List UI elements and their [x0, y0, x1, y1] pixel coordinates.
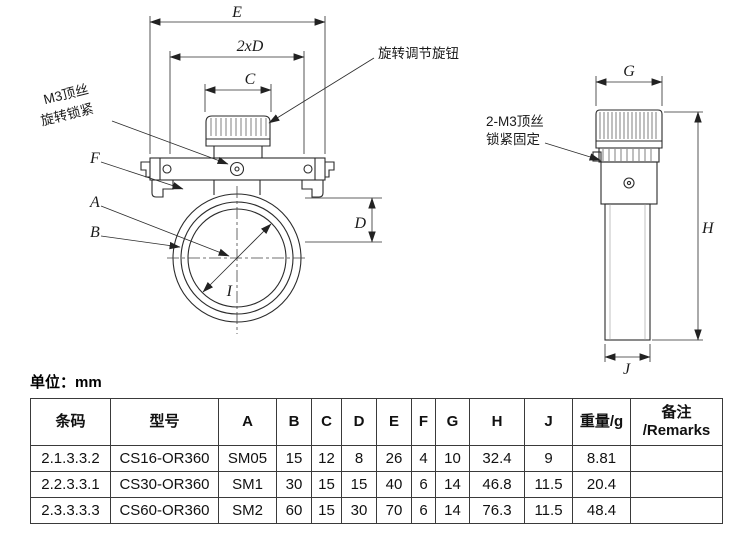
table-cell: 15 — [311, 471, 342, 498]
table-cell: 15 — [311, 497, 342, 524]
dim-E: E — [231, 4, 242, 21]
col-header-remarks: 备注 /Remarks — [630, 398, 723, 446]
dim-D: D — [353, 215, 366, 232]
spec-table: 条码 型号 A B C D E F G H J 重量/g 备注 /Remarks… — [30, 398, 723, 524]
dim-F: F — [89, 150, 100, 167]
front-center-screw — [229, 161, 245, 177]
table-cell: 32.4 — [469, 445, 525, 472]
front-view: 旋转调节旋钮 M3顶丝 旋转锁紧 F A B E 2xD C D I — [39, 4, 459, 334]
m3-front-callout: M3顶丝 旋转锁紧 — [39, 82, 95, 129]
front-right-hole — [303, 164, 313, 174]
front-left-hole — [162, 164, 172, 174]
table-cell: 40 — [376, 471, 412, 498]
table-cell: 76.3 — [469, 497, 525, 524]
side-knob — [595, 109, 663, 149]
knob-callout: 旋转调节旋钮 — [378, 46, 459, 61]
table-cell: 46.8 — [469, 471, 525, 498]
side-view: G H J 2-M3顶丝 锁紧固定 — [486, 63, 715, 378]
col-header-A: A — [218, 398, 277, 446]
table-cell: 8.81 — [572, 445, 631, 472]
m3-side-callout-line2: 锁紧固定 — [486, 132, 540, 147]
table-cell: 2.3.3.3.3 — [30, 497, 111, 524]
table-cell: 12 — [311, 445, 342, 472]
table-cell: CS16-OR360 — [110, 445, 219, 472]
table-cell: 14 — [435, 497, 470, 524]
table-cell: 4 — [411, 445, 436, 472]
dim-B: B — [90, 224, 100, 241]
side-collar — [598, 147, 660, 163]
dim-G: G — [623, 63, 635, 80]
table-cell: 14 — [435, 471, 470, 498]
dim-J: J — [623, 361, 631, 378]
col-header-D: D — [341, 398, 377, 446]
unit-label: 单位：mm — [30, 374, 102, 391]
table-cell — [630, 445, 723, 472]
table-cell: 8 — [341, 445, 377, 472]
technical-drawing: 旋转调节旋钮 M3顶丝 旋转锁紧 F A B E 2xD C D I — [39, 4, 715, 378]
side-body — [600, 161, 658, 205]
table-cell: CS60-OR360 — [110, 497, 219, 524]
table-cell: 60 — [276, 497, 312, 524]
table-cell: 30 — [276, 471, 312, 498]
col-header-model: 型号 — [110, 398, 219, 446]
col-header-E: E — [376, 398, 412, 446]
table-cell: 15 — [341, 471, 377, 498]
table-cell: 15 — [276, 445, 312, 472]
col-header-J: J — [524, 398, 573, 446]
dim-C: C — [245, 71, 256, 88]
side-collar-knurl — [602, 149, 652, 161]
dim-2xD: 2xD — [237, 38, 264, 55]
table-cell: CS30-OR360 — [110, 471, 219, 498]
m3-side-callout-line1: 2-M3顶丝 — [486, 114, 544, 129]
table-cell: SM1 — [218, 471, 277, 498]
side-part — [592, 109, 663, 341]
side-screw — [623, 177, 635, 189]
table-cell: 9 — [524, 445, 573, 472]
table-cell: 6 — [411, 471, 436, 498]
col-header-weight: 重量/g — [572, 398, 631, 446]
table-cell: SM2 — [218, 497, 277, 524]
front-labels: 旋转调节旋钮 M3顶丝 旋转锁紧 F A B E 2xD C D I — [39, 4, 459, 300]
front-plate — [149, 157, 326, 181]
col-header-C: C — [311, 398, 342, 446]
table-cell: 2.1.3.3.2 — [30, 445, 111, 472]
dim-H: H — [701, 220, 715, 237]
table-cell: 20.4 — [572, 471, 631, 498]
col-header-B: B — [276, 398, 312, 446]
side-barrel — [604, 203, 651, 341]
dim-A: A — [89, 194, 100, 211]
table-cell: 10 — [435, 445, 470, 472]
table-cell: 30 — [341, 497, 377, 524]
table-cell: 48.4 — [572, 497, 631, 524]
table-cell: 26 — [376, 445, 412, 472]
table-cell: 11.5 — [524, 471, 573, 498]
table-cell: 11.5 — [524, 497, 573, 524]
side-labels: G H J 2-M3顶丝 锁紧固定 — [486, 63, 715, 378]
table-header-row: 条码 型号 A B C D E F G H J 重量/g 备注 /Remarks — [30, 398, 723, 446]
table-cell: 6 — [411, 497, 436, 524]
table-cell — [630, 497, 723, 524]
bore-diameter-line — [202, 223, 272, 293]
col-header-barcode: 条码 — [30, 398, 111, 446]
col-header-F: F — [411, 398, 436, 446]
col-header-H: H — [469, 398, 525, 446]
col-header-G: G — [435, 398, 470, 446]
table-cell: 70 — [376, 497, 412, 524]
side-knob-knurl — [599, 112, 657, 139]
side-dimensions — [544, 76, 703, 362]
front-knob — [205, 115, 271, 147]
table-cell: SM05 — [218, 445, 277, 472]
front-dimensions — [149, 16, 382, 243]
front-knob-knurl — [210, 118, 267, 136]
table-cell: 2.2.3.3.1 — [30, 471, 111, 498]
dim-I: I — [226, 283, 233, 300]
table-cell — [630, 471, 723, 498]
